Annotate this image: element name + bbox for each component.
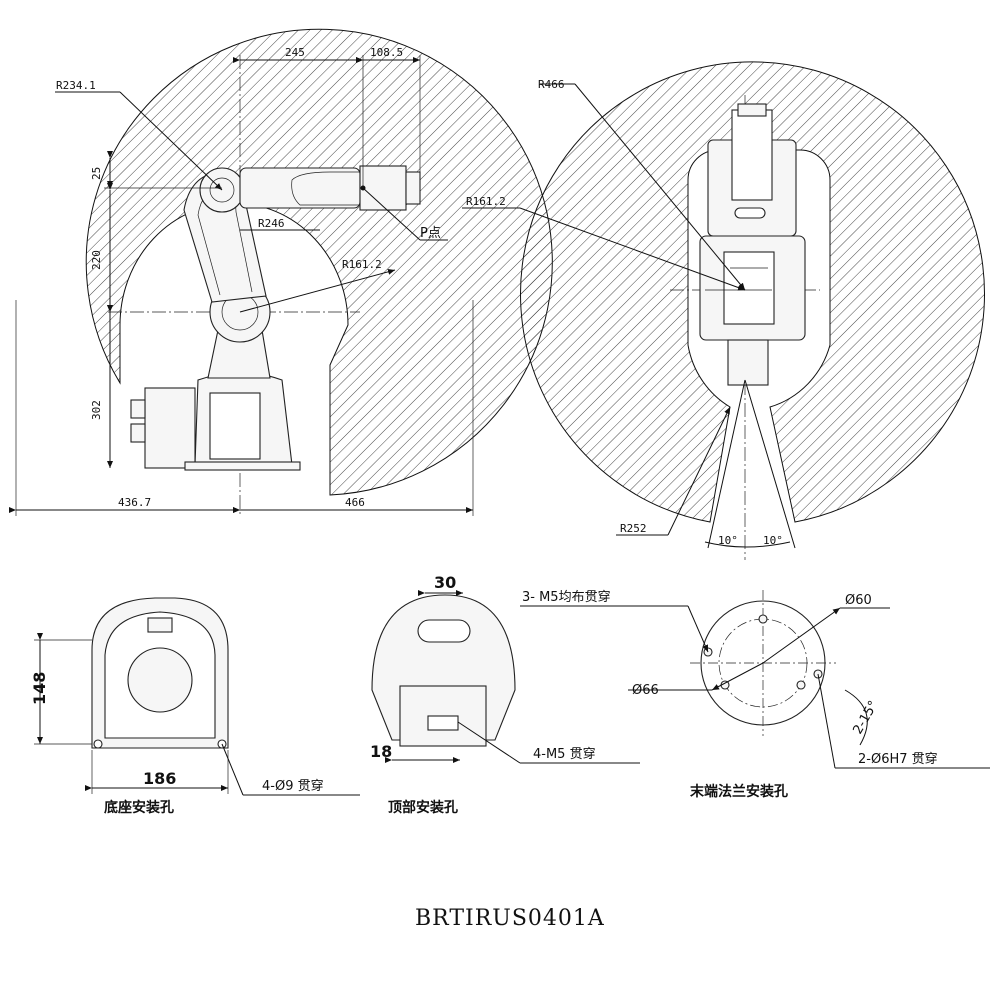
m5-leader [687,605,709,653]
elbow-inner [209,177,235,203]
dim-18-text: 18 [370,742,392,761]
flange-hole-1 [758,614,768,624]
angle-right-text: 10° [763,534,783,547]
dia60-text: Ø60 [845,593,872,608]
top-mount-plate [427,715,459,731]
base-holes-text: 4-Ø9 贯穿 [262,778,324,794]
top-view: R466 R161.2 R252 10° 10° [462,61,985,560]
dia66-leader [711,662,764,691]
r234-leader [119,91,223,191]
flange-hole-3 [796,680,806,690]
r161-top-text: R161.2 [466,195,506,208]
dim-108-5-text: 108.5 [370,46,403,59]
dia66-text: Ø66 [632,683,659,698]
r252-leader [667,406,731,536]
angle-ray-left [707,379,746,549]
model-code: BRTIRUS0401A [415,906,605,931]
top-flange [737,103,767,117]
top-motor [727,339,769,386]
top-workspace-hatch [520,61,985,523]
base-mount-caption: 底座安装孔 [104,799,174,816]
base-plate [184,461,301,471]
r161-side-text: R161.2 [342,258,382,271]
dia60-leader [762,607,841,664]
connector-top [130,399,146,419]
base-panel [209,392,261,460]
angle-arc [704,541,791,548]
angle-15-text: 2-15° [850,698,881,737]
pin-holes-text: 2-Ø6H7 贯穿 [858,751,938,767]
dim-436-7-text: 436.7 [118,496,151,509]
dim-245-text: 245 [285,46,305,59]
pin-holes-leader [817,673,836,769]
top-holes-leader [457,721,521,764]
side-view: 245 108.5 R234.1 25 220 R246 P点 R161.2 3… [9,28,553,516]
base-mount-tab [147,617,173,633]
dim-30-text: 30 [434,573,456,592]
angle-15-arc [844,689,868,746]
r234-text: R234.1 [56,79,96,92]
r246-text: R246 [258,217,285,230]
forearm [239,167,361,209]
base-holes-leader [221,743,244,796]
top-wrist [731,109,773,201]
dim-302-text: 302 [90,400,103,420]
top-slot [734,207,766,219]
r252-text: R252 [620,522,647,535]
base-mount-bore [127,647,193,713]
end-flange [405,171,421,205]
angle-ray-right [744,379,796,549]
p-point-leader [362,187,421,241]
base-mount-view: 148 186 4-Ø9 贯穿 底座安装孔 [30,597,360,816]
dim-466-text: 466 [345,496,365,509]
p-point-text: P点 [420,226,441,241]
dim-25-text: 25 [90,167,103,180]
top-mount-view: 30 18 4-M5 贯穿 顶部安装孔 [370,573,640,816]
base-hole-bl [93,739,103,749]
top-holes-text: 4-M5 贯穿 [533,746,596,762]
connector-bottom [130,423,146,443]
dim-220-text: 220 [90,250,103,270]
m5-holes-text: 3- M5均布贯穿 [522,589,611,605]
base-motor-housing [144,387,196,469]
wrist-unit [359,165,407,211]
dim-186-text: 186 [143,769,176,788]
top-mount-slot [417,619,471,643]
r161-leader [239,268,396,313]
top-mount-caption: 顶部安装孔 [388,799,458,816]
dim-148-text: 148 [30,672,49,705]
r466-text: R466 [538,78,565,91]
flange-caption: 末端法兰安装孔 [690,783,788,800]
r466-leader [574,83,746,291]
angle-left-text: 10° [718,534,738,547]
flange-view: 3- M5均布贯穿 Ø60 Ø66 2-15° 2-Ø6H7 贯穿 末端法兰安装… [520,589,990,800]
top-base-panel [723,251,775,325]
r161-top-leader [519,207,746,291]
